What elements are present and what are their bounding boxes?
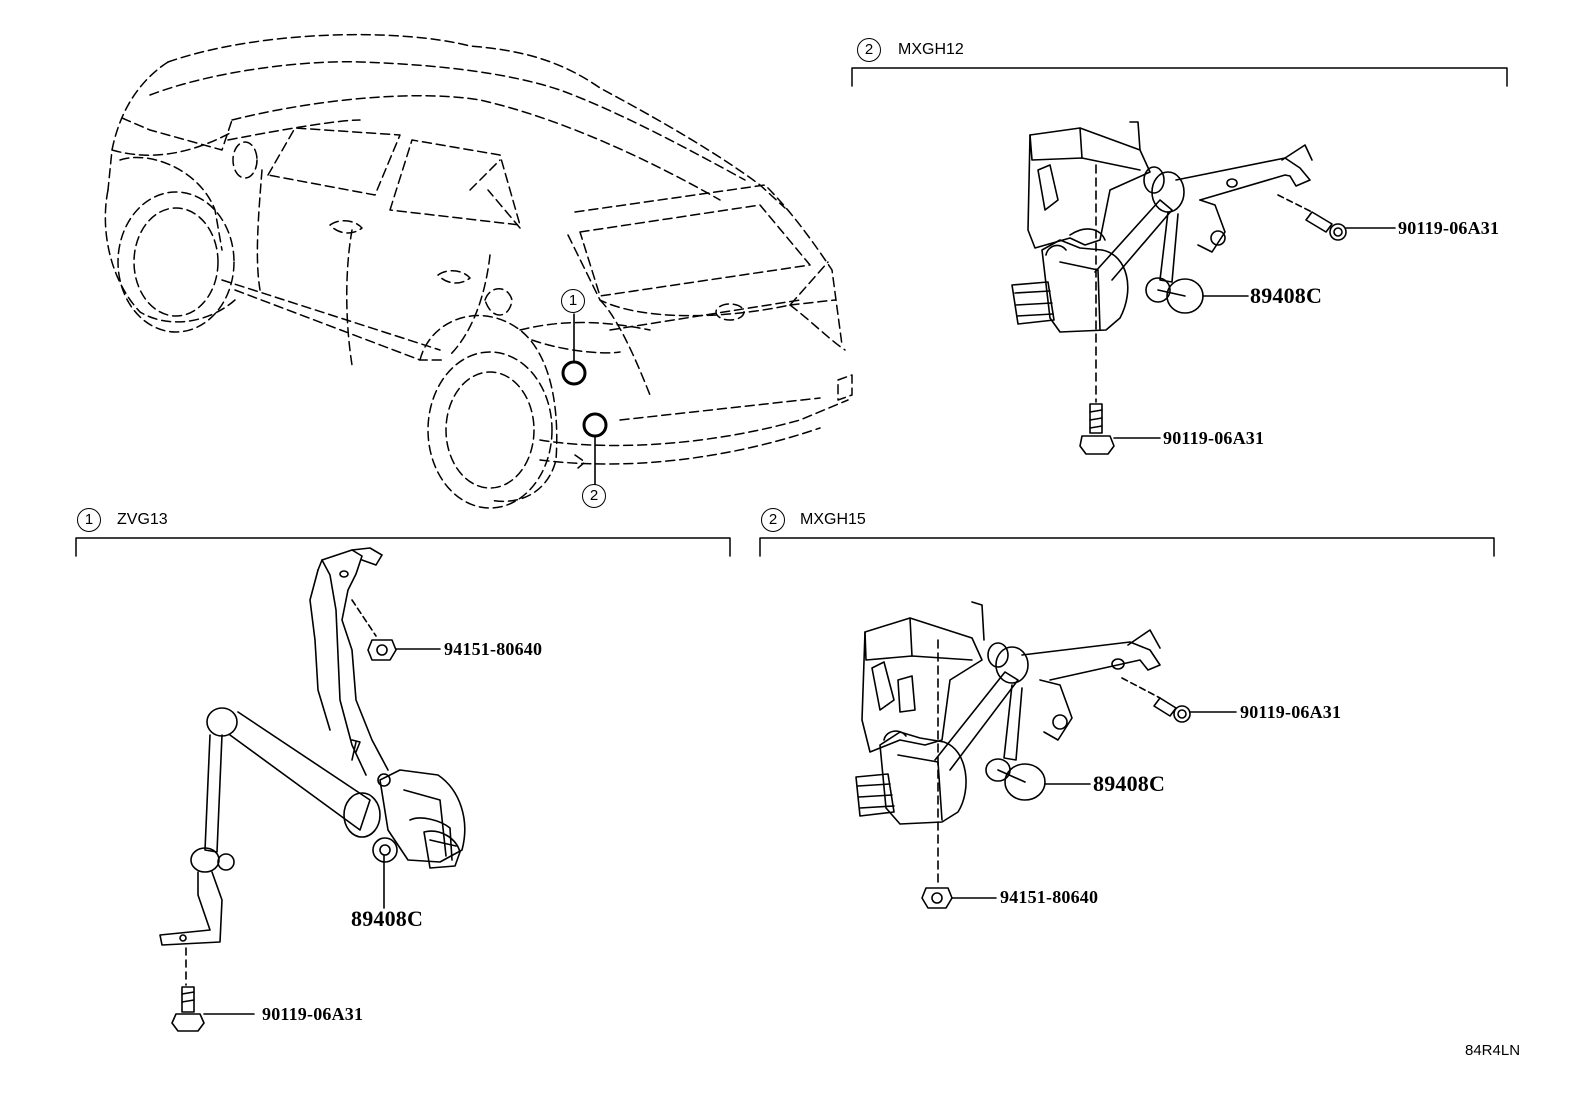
vehicle-callout-2: 2 [582,484,606,508]
part-label-mxgh15-nut: 94151-80640 [1000,887,1099,907]
zvg13-sensor-assembly [159,547,466,1032]
section-mxgh12-model: MXGH12 [898,41,964,58]
section-mxgh15-index: 2 [761,508,785,532]
vehicle-marker-circles [561,360,608,438]
section-brackets [75,67,1508,557]
part-label-mxgh12-bolt-top: 90119-06A31 [1398,218,1500,238]
section-mxgh12-index: 2 [857,38,881,62]
diagram-code: 84R4LN [1465,1042,1521,1059]
mxgh12-leader-lines [1113,227,1396,439]
vehicle-leader-lines [573,313,596,485]
part-label-mxgh15-sensor: 89408C [1093,771,1166,796]
mxgh15-leader-lines [951,711,1237,899]
vehicle-outline [104,33,853,509]
part-label-mxgh12-sensor: 89408C [1250,283,1323,308]
part-label-zvg13-bolt: 90119-06A31 [262,1004,364,1024]
part-label-zvg13-sensor: 89408C [351,906,424,931]
section-zvg13-model: ZVG13 [117,511,168,528]
section-mxgh15-model: MXGH15 [800,511,866,528]
zvg13-leader-lines [203,648,441,1015]
section-zvg13-index: 1 [77,508,101,532]
part-label-zvg13-nut: 94151-80640 [444,639,543,659]
part-label-mxgh12-bolt-bottom: 90119-06A31 [1163,428,1265,448]
vehicle-callout-1: 1 [561,289,585,313]
mxgh12-sensor-assembly [1011,121,1347,455]
part-label-mxgh15-bolt: 90119-06A31 [1240,702,1342,722]
mxgh15-sensor-assembly [855,601,1191,909]
